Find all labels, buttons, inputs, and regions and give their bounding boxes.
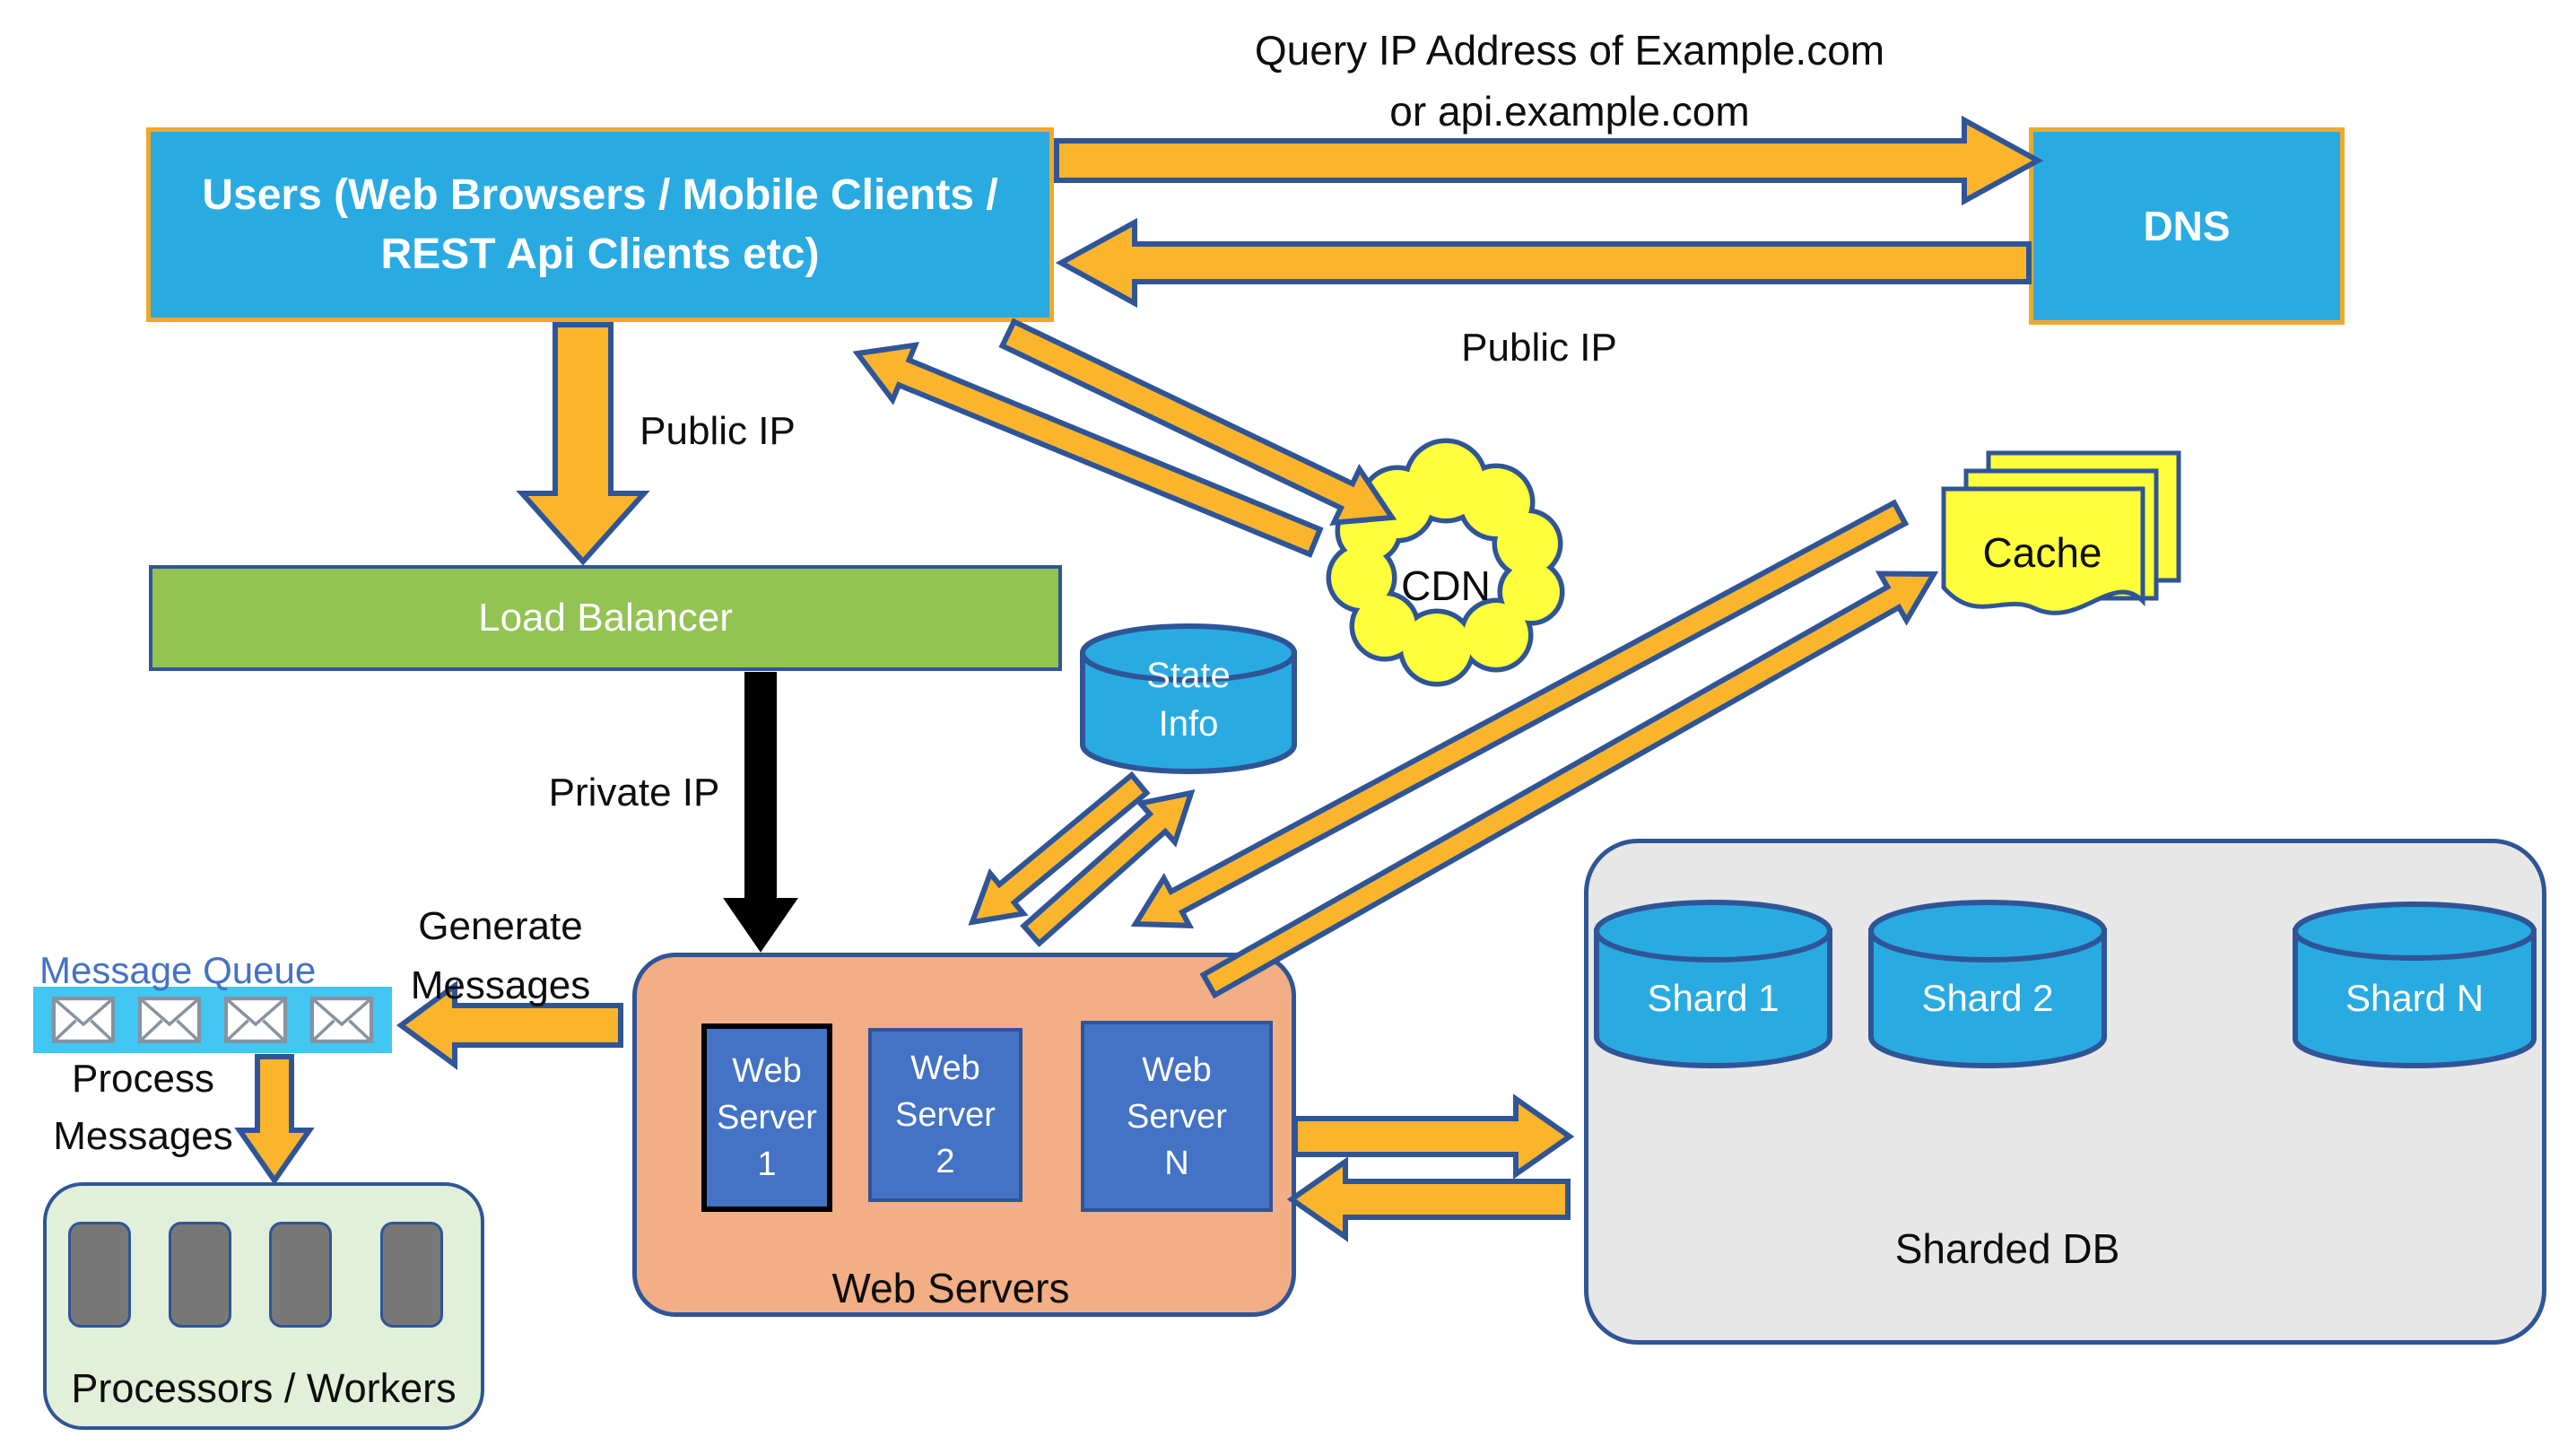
arrow-webservers-to-shardeddb (1292, 1093, 1575, 1180)
message-queue-box (33, 987, 392, 1053)
envelope-icon (223, 997, 288, 1043)
arrow-users-to-loadbalancer (516, 322, 650, 566)
dns-label: DNS (2143, 203, 2231, 249)
shard-1-label: Shard 1 (1647, 977, 1780, 1019)
users-label: Users (Web Browsers / Mobile Clients / R… (202, 170, 998, 278)
state-info-label: State Info (1146, 656, 1231, 744)
worker-process-icon (68, 1222, 131, 1328)
public-ip-dns-caption: Public IP (1461, 326, 1617, 370)
cdn-label: CDN (1401, 562, 1491, 609)
web-server-1-label: Web (732, 1052, 802, 1090)
worker-process-icon (380, 1222, 443, 1328)
cdn-cloud-icon (1397, 608, 1476, 687)
users-node: Users (Web Browsers / Mobile Clients / R… (146, 127, 1054, 322)
arrow-cdn-to-users (852, 342, 1324, 558)
arrow-stateinfo-to-webservers (968, 771, 1151, 926)
cdn-cloud-icon (1464, 603, 1528, 667)
process-messages-caption: Process Messages (53, 1057, 233, 1158)
shard-2-label: Shard 2 (1921, 977, 2054, 1019)
worker-process-icon (269, 1222, 332, 1328)
cdn-cloud-icon (1457, 463, 1536, 542)
private-ip-caption: Private IP (548, 771, 720, 814)
dns-node: DNS (2029, 127, 2345, 325)
web-server-2-label: Web (910, 1050, 980, 1087)
load-balancer-node: Load Balancer (149, 565, 1062, 671)
arrow-queue-to-processors (234, 1054, 315, 1186)
worker-process-icon (169, 1222, 231, 1328)
cdn-cloud-icon (1335, 497, 1403, 565)
query-ip-line1: Query IP Address of Example.com (1254, 27, 1885, 74)
processors-workers-label: Processors / Workers (71, 1365, 457, 1411)
cdn-cloud-icon (1358, 465, 1437, 544)
envelope-icon (309, 997, 374, 1043)
envelope-icon (51, 997, 116, 1043)
web-servers-label: Web Servers (831, 1265, 1070, 1311)
cdn-cloud-icon (1403, 438, 1489, 524)
arrow-users-to-cdn (998, 318, 1397, 527)
web-server-2-node: Web Server 2 (868, 1028, 1023, 1202)
message-queue-label: Message Queue (39, 949, 317, 991)
public-ip-lb-caption: Public IP (640, 409, 796, 453)
query-ip-line2: or api.example.com (1389, 88, 1750, 135)
cache-label: Cache (1982, 529, 2102, 576)
arrow-shardeddb-to-webservers (1286, 1156, 1571, 1242)
cdn-cloud-icon (1403, 614, 1471, 682)
envelope-icon (137, 997, 202, 1043)
cdn-cloud-icon (1408, 443, 1484, 518)
sharded-db-label: Sharded DB (1894, 1225, 2120, 1272)
generate-messages-caption: Generate Messages (410, 904, 591, 1007)
load-balancer-label: Load Balancer (478, 596, 733, 640)
cdn-cloud-icon (1462, 468, 1530, 536)
cdn-cloud-icon (1363, 470, 1432, 538)
web-server-n-node: Web Server N (1081, 1021, 1273, 1212)
web-server-n-label: Web (1142, 1050, 1212, 1089)
query-ip-caption: Query IP Address of Example.com or api.e… (1166, 20, 1973, 142)
web-server-1-node: Web Server 1 (701, 1024, 832, 1212)
arrow-dns-to-users (1055, 217, 2032, 309)
arrow-webservers-to-stateinfo (1020, 789, 1196, 947)
cdn-cloud-icon (1340, 502, 1397, 560)
shard-n-label: Shard N (2345, 977, 2485, 1019)
